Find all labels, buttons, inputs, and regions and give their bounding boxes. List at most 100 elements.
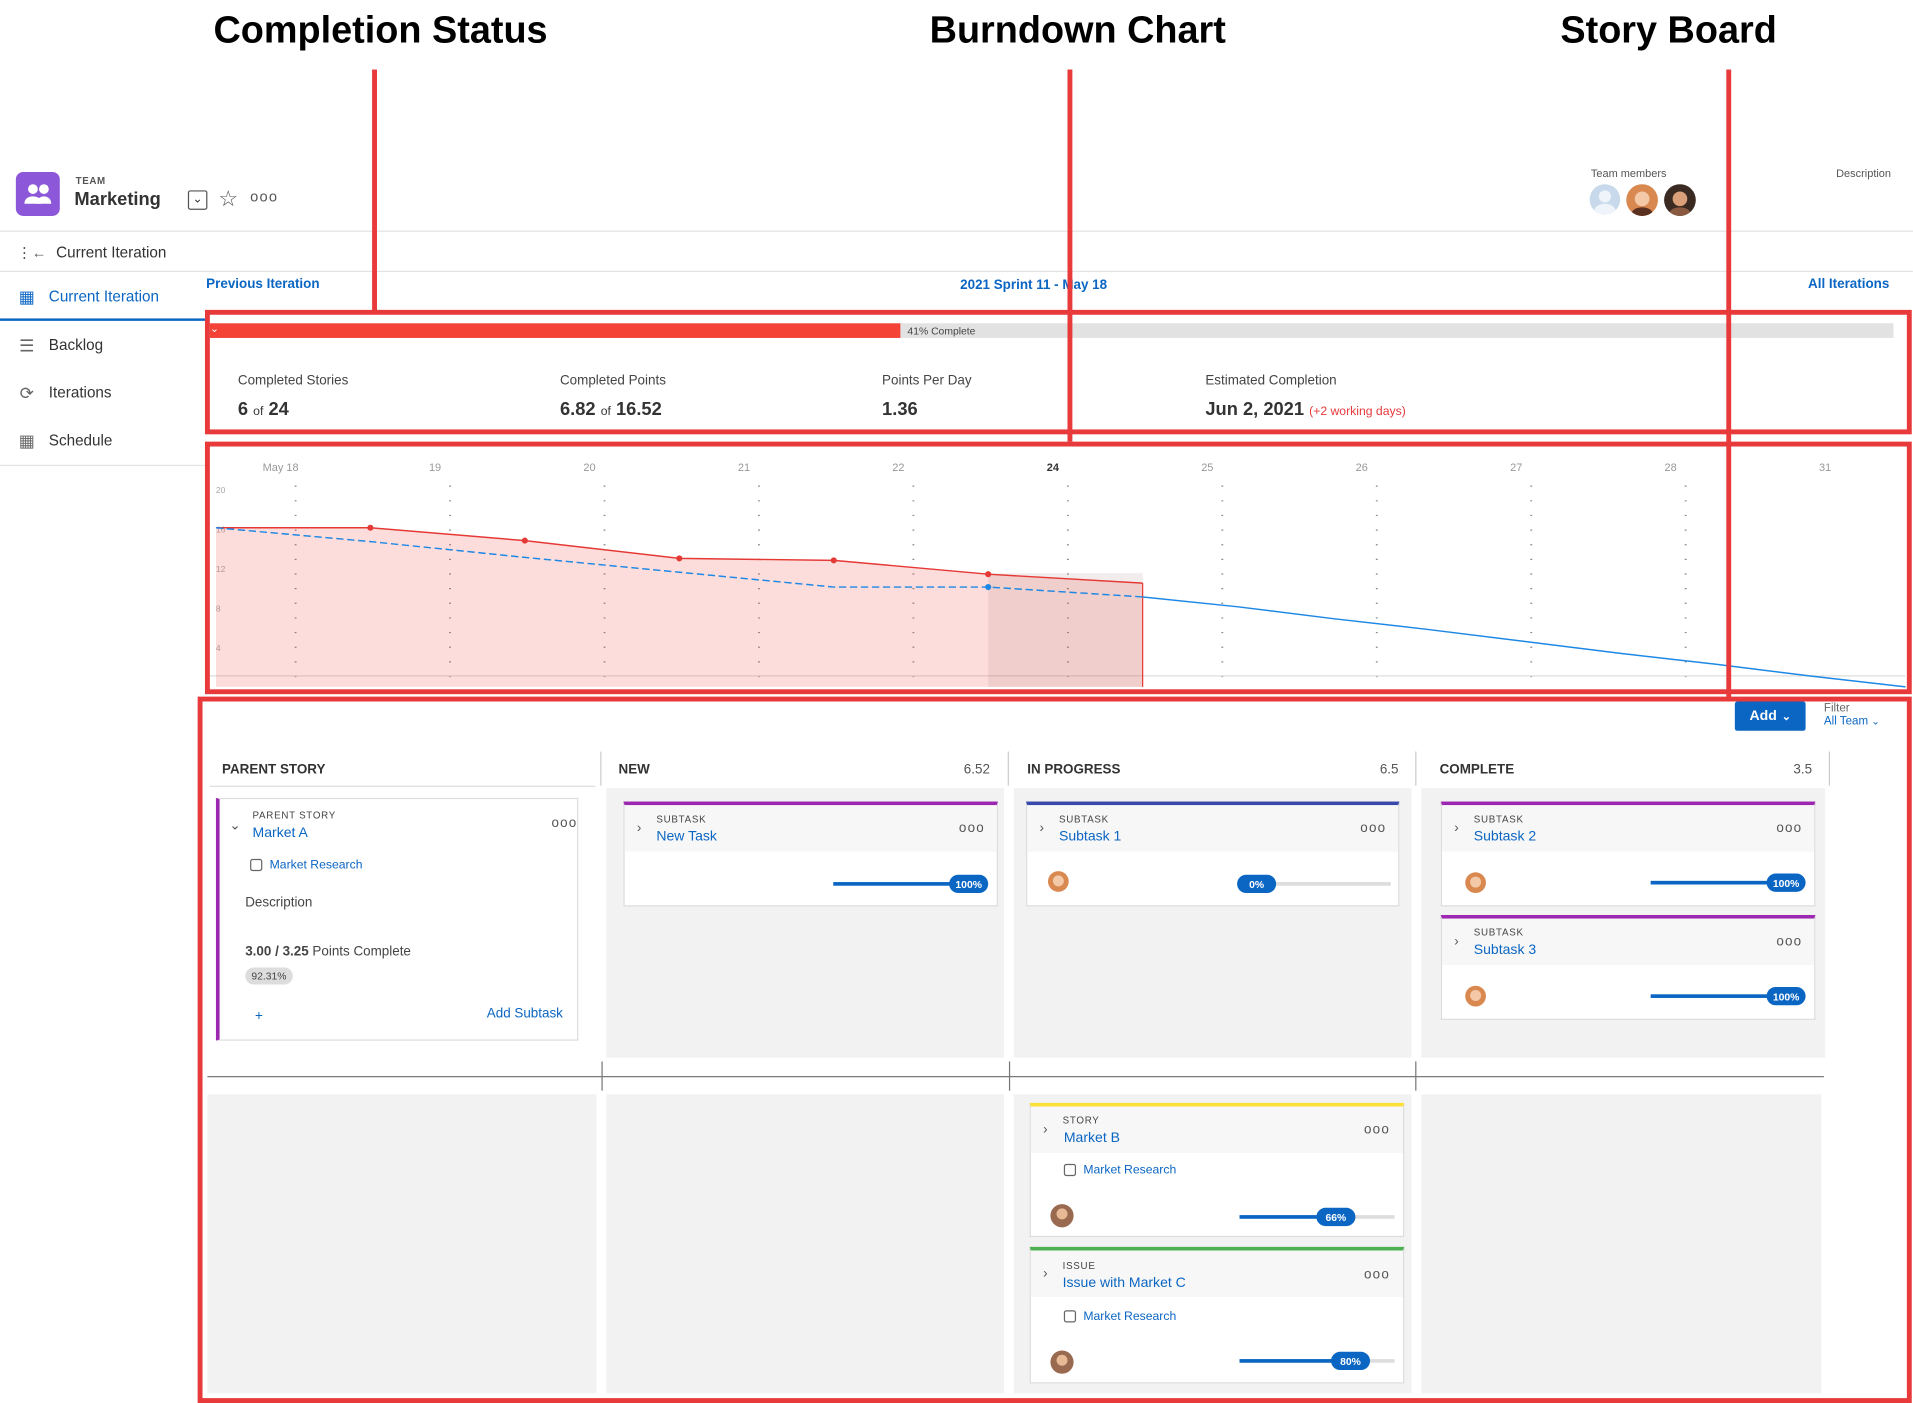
progress-pill: 66% (1316, 1207, 1356, 1227)
card-category: ISSUE (1062, 1260, 1096, 1272)
total-stories-count: 24 (268, 398, 289, 420)
completion-progress-fill (209, 323, 901, 338)
team-name: Marketing (74, 189, 161, 210)
progress-track (1650, 880, 1805, 885)
expand-chevron-icon[interactable]: › (1039, 821, 1044, 836)
avatar[interactable] (1589, 184, 1621, 215)
progress-fill (833, 882, 980, 886)
expand-chevron-icon[interactable]: › (1454, 821, 1459, 836)
sidebar-item-backlog[interactable]: ☰ Backlog (0, 322, 205, 368)
more-options-icon[interactable]: ooo (250, 187, 279, 205)
collapse-chevron-icon[interactable]: ⌄ (229, 818, 241, 834)
divider (0, 270, 1913, 273)
y-tick-label: 4 (216, 643, 221, 653)
card-title[interactable]: Subtask 1 (1058, 829, 1122, 845)
more-options-icon[interactable]: ooo (1776, 934, 1803, 950)
y-tick-label: 20 (216, 485, 226, 495)
more-options-icon[interactable]: ooo (1360, 821, 1387, 836)
divider (209, 785, 596, 787)
team-icon (15, 172, 60, 216)
more-options-icon[interactable]: ooo (1363, 1122, 1391, 1138)
project-link[interactable]: Market Research (1063, 1310, 1176, 1324)
progress-track (1239, 1359, 1395, 1363)
add-icon[interactable]: + (254, 1008, 263, 1024)
team-label: TEAM (75, 175, 106, 187)
filter-label: Filter (1823, 701, 1850, 715)
x-tick-label: 25 (1201, 462, 1213, 474)
sidebar-item-current-iteration[interactable]: ▦ Current Iteration (0, 273, 205, 319)
calendar-icon: ▦ (18, 430, 35, 450)
y-tick-label: 16 (216, 524, 226, 534)
x-tick-label: 31 (1819, 462, 1831, 474)
sidebar-item-label: Schedule (48, 431, 113, 449)
card-category: SUBTASK (1473, 813, 1524, 825)
card-title[interactable]: Subtask 2 (1473, 829, 1537, 845)
x-tick-label: 20 (583, 462, 595, 474)
actual-point (676, 555, 683, 562)
expand-chevron-icon[interactable]: › (636, 821, 642, 836)
expand-chevron-icon[interactable]: › (1454, 934, 1459, 950)
completion-progress-bar (209, 323, 1894, 338)
dropdown-icon[interactable]: ⌄ (187, 190, 208, 210)
parent-story-card[interactable]: ⌄ PARENT STORY Market A ooo Market Resea… (215, 797, 579, 1041)
card-title[interactable]: Market A (252, 825, 308, 841)
avatar[interactable] (1465, 985, 1486, 1007)
x-tick-label: 21 (738, 462, 750, 474)
issue-card[interactable]: › ISSUE Issue with Market C ooo Market R… (1029, 1246, 1405, 1384)
annotation-burndown-chart: Burndown Chart (929, 8, 1226, 52)
expand-chevron-icon[interactable]: › (1043, 1122, 1048, 1138)
collapse-chevron-icon[interactable]: ⌄ (209, 322, 220, 335)
column-header-in-progress: IN PROGRESS (1027, 762, 1121, 778)
avatar[interactable] (1050, 1350, 1074, 1374)
more-options-icon[interactable]: ooo (1776, 821, 1803, 836)
story-card[interactable]: › STORY Market B ooo Market Research 66% (1029, 1102, 1405, 1238)
description-label[interactable]: Description (1836, 167, 1892, 180)
card-title[interactable]: Market B (1063, 1130, 1120, 1146)
filter-dropdown[interactable]: All Team ⌄ (1824, 715, 1880, 728)
more-options-icon[interactable]: ooo (551, 816, 578, 831)
column-separator (600, 751, 602, 786)
star-icon[interactable]: ☆ (218, 186, 239, 212)
points-complete: 3.00 / 3.25 Points Complete (245, 944, 411, 959)
card-title[interactable]: Subtask 3 (1473, 943, 1537, 958)
points-total: 3.25 (282, 944, 309, 959)
points-suffix: Points Complete (312, 944, 411, 959)
avatar[interactable] (1465, 872, 1486, 894)
avatar[interactable] (1626, 184, 1658, 216)
add-subtask-link[interactable]: Add Subtask (486, 1006, 563, 1022)
filter-value: All Team (1823, 714, 1869, 729)
expand-chevron-icon[interactable]: › (1043, 1266, 1048, 1281)
of-word: of (600, 405, 611, 419)
actual-point (985, 571, 992, 578)
project-icon (1063, 1310, 1077, 1323)
project-link[interactable]: Market Research (250, 859, 363, 872)
back-arrow-icon: ⋮← (17, 244, 47, 262)
progress-fill (1239, 1359, 1364, 1363)
avatar[interactable] (1047, 871, 1069, 892)
back-to-current-iteration[interactable]: ⋮← Current Iteration (0, 239, 205, 266)
all-iterations-link[interactable]: All Iterations (1808, 276, 1890, 292)
card-title[interactable]: New Task (656, 829, 717, 845)
estimated-completion-value: Jun 2, 2021 (+2 working days) (1205, 399, 1405, 420)
sidebar-item-label: Current Iteration (48, 287, 160, 305)
completed-stories-label: Completed Stories (237, 373, 349, 388)
description-label: Description (245, 895, 313, 911)
sidebar-item-label: Backlog (48, 336, 104, 354)
subtask-card[interactable]: › SUBTASK Subtask 1 ooo 0% (1026, 801, 1400, 907)
avatar[interactable] (1664, 184, 1696, 216)
avatar[interactable] (1050, 1204, 1074, 1228)
project-link[interactable]: Market Research (1063, 1164, 1176, 1177)
more-options-icon[interactable]: ooo (958, 821, 985, 836)
completed-points-count: 6.82 (559, 398, 596, 420)
subtask-card[interactable]: › SUBTASK Subtask 2 ooo 100% (1440, 801, 1816, 907)
sidebar-item-iterations[interactable]: ⟳ Iterations (0, 370, 205, 416)
sidebar-item-schedule[interactable]: ▦ Schedule (0, 417, 205, 463)
subtask-card[interactable]: › SUBTASK Subtask 3 ooo 100% (1440, 915, 1816, 1020)
subtask-card[interactable]: › SUBTASK New Task ooo 100% (623, 801, 998, 907)
more-options-icon[interactable]: ooo (1363, 1267, 1391, 1283)
add-button[interactable]: Add ⌄ (1734, 701, 1806, 731)
column-separator (1008, 1061, 1011, 1091)
card-title[interactable]: Issue with Market C (1062, 1276, 1186, 1291)
previous-iteration-link[interactable]: Previous Iteration (206, 276, 320, 292)
card-category: STORY (1062, 1115, 1100, 1127)
